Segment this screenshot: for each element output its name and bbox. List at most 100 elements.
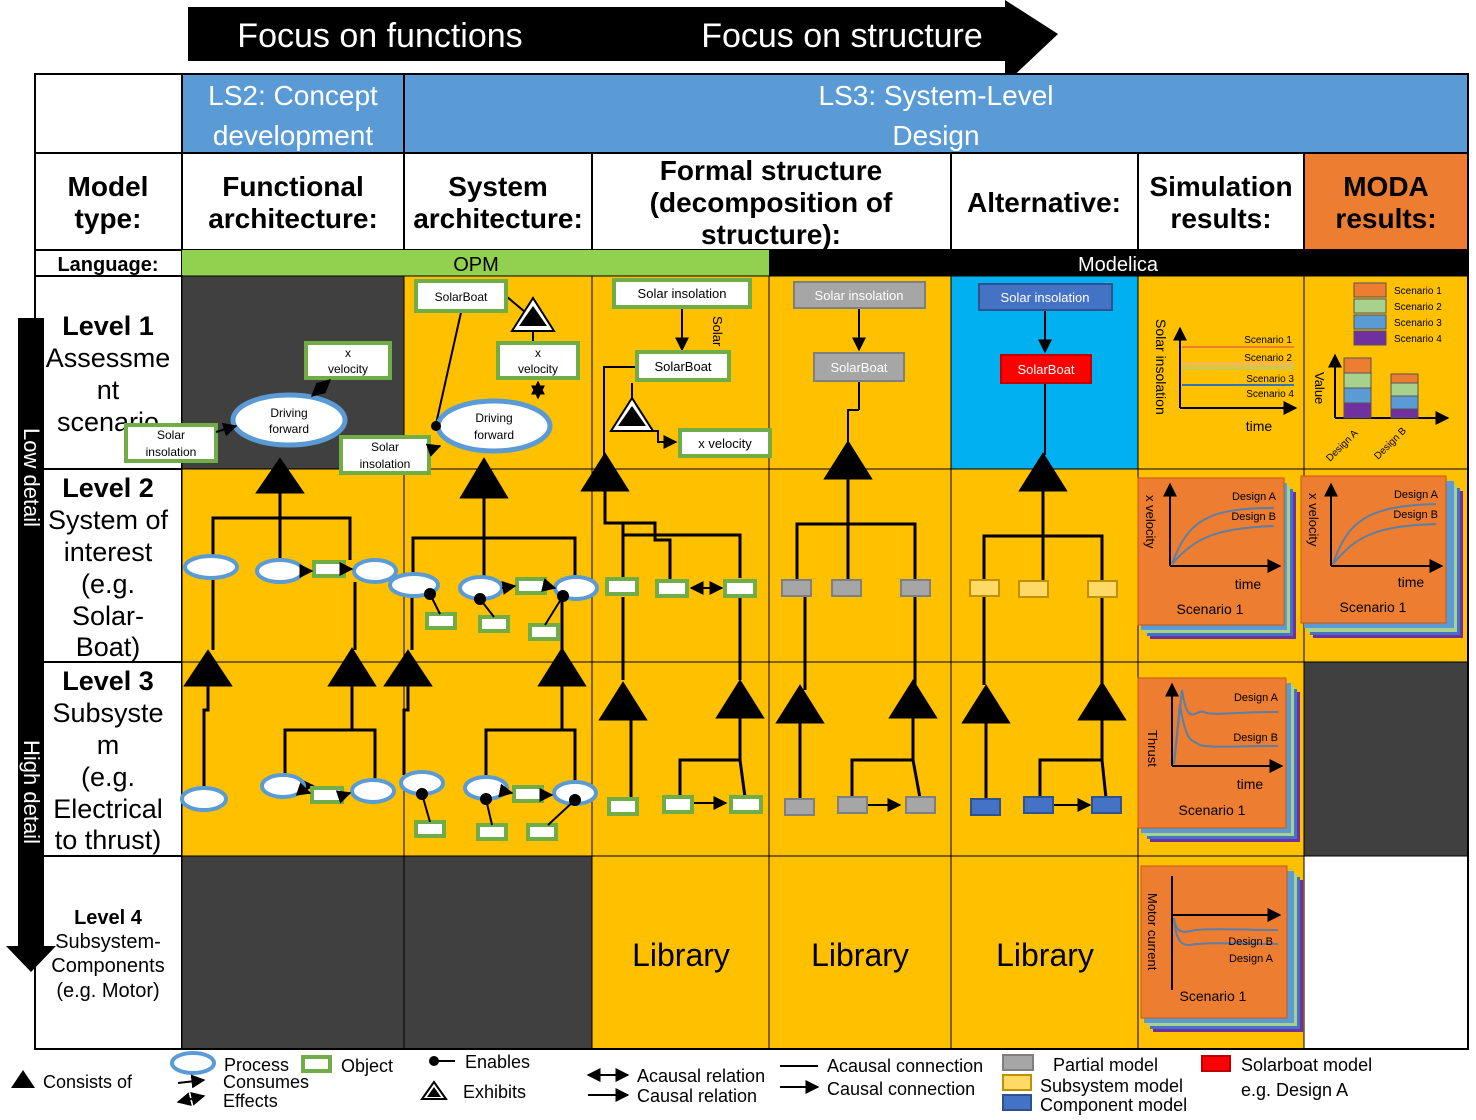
moda-legend-1: Scenario 1 (1394, 286, 1442, 297)
level4-line1: Subsystem- (55, 931, 161, 953)
library-partial: Library (811, 937, 909, 973)
solarboat-label: SolarBoat (830, 360, 887, 375)
legend-consists-of: Consists of (43, 1072, 133, 1092)
scenario4-label: Scenario 4 (1246, 389, 1294, 400)
x-velocity-object (304, 341, 392, 380)
sim-l1-chart: Scenario 1 Scenario 2 Scenario 3 Scenari… (1153, 319, 1298, 434)
header-system-1: System (448, 171, 548, 202)
subsystem-node (969, 579, 1000, 597)
functional-level2-elements (183, 554, 398, 584)
solar-insolation-line2: insolation (146, 445, 197, 459)
process-node (352, 558, 398, 584)
language-label: Language: (57, 254, 158, 276)
level3-title: Level 3 (62, 666, 154, 696)
legend-causal-relation: Causal relation (637, 1086, 757, 1106)
scenario3-label: Scenario 3 (1246, 374, 1294, 385)
moda-ylabel: Value (1312, 372, 1327, 404)
moda-legend-4: Scenario 4 (1394, 334, 1442, 345)
driving-forward-line1: Driving (270, 406, 307, 420)
object-node (478, 615, 510, 633)
header-model-type-1: Model (68, 171, 149, 202)
legend-component-model: Component model (1040, 1095, 1187, 1115)
header-moda-2: results: (1335, 203, 1436, 234)
modelica-label: Modelica (1078, 254, 1159, 276)
solar-insolation-partial (793, 281, 926, 309)
driving-forward-process (230, 392, 348, 448)
header-row: Model type: Functional architecture: Sys… (34, 152, 1469, 251)
legend-enables: Enables (465, 1052, 530, 1072)
effects-link (310, 379, 332, 397)
solar-insolation-object (339, 435, 431, 475)
object-node (605, 577, 639, 596)
object-symbol (301, 1055, 332, 1073)
moda-l2-chart: Design A Design B x velocity time Scenar… (1300, 475, 1463, 638)
consists-of-symbol (11, 1070, 35, 1088)
sim2-scenario: Scenario 1 (1177, 601, 1244, 617)
level2-line4: Solar- (72, 601, 144, 631)
header-formal-3: structure): (701, 219, 841, 250)
legend-causal-connection: Causal connection (827, 1079, 975, 1099)
phase-row: LS2: Concept development LS3: System-Lev… (34, 73, 1469, 154)
component-node (1023, 796, 1054, 814)
system-level2-elements (388, 572, 599, 641)
legend-acausal-relation: Acausal relation (637, 1066, 765, 1086)
sim-l3-chart: Design A Design B Thrust time Scenario 1 (1137, 677, 1300, 842)
design-a-label: Design A (1234, 692, 1279, 704)
modelica-bar (769, 250, 1468, 276)
header-formal-2: (decomposition of (650, 187, 893, 218)
moda2-scenario: Scenario 1 (1340, 599, 1407, 615)
solar-insolation-object (124, 423, 218, 463)
ls3-line1: LS3: System-Level (819, 80, 1054, 111)
object-node (526, 823, 558, 841)
object-node (607, 797, 639, 816)
x-velocity-label: x velocity (698, 436, 752, 451)
partial-node (831, 579, 862, 597)
solarboat-label: SolarBoat (1017, 362, 1074, 377)
sim3-xlabel: time (1237, 776, 1264, 792)
x-velocity-line2: velocity (328, 362, 368, 376)
solarboat-object (414, 279, 508, 313)
subsystem-node (1087, 580, 1118, 598)
formal-structure-diagram (580, 309, 765, 810)
partial-node (784, 798, 815, 816)
solarboat-model (1000, 354, 1092, 384)
library-alternative: Library (996, 937, 1094, 973)
design-a-curve (1171, 507, 1275, 565)
header-system-2: architecture: (413, 203, 583, 234)
x-velocity-line2: velocity (518, 362, 558, 376)
design-b-label: Design B (1233, 732, 1278, 744)
driving-forward-line2: forward (474, 428, 514, 442)
legend-subsystem-model: Subsystem model (1040, 1076, 1183, 1096)
legend-process: Process (224, 1055, 289, 1075)
moda-legend-3: Scenario 3 (1394, 318, 1442, 329)
legend-acausal-connection: Acausal connection (827, 1056, 983, 1076)
subsystem-model-swatch (1002, 1074, 1032, 1091)
moda-header (1303, 152, 1469, 251)
object-node (515, 577, 547, 595)
object-node (528, 623, 560, 641)
legend-object: Object (341, 1056, 393, 1076)
level2-line5: Boat) (76, 632, 141, 662)
opm-label: OPM (453, 254, 499, 276)
object-node (312, 560, 346, 578)
solar-insolation-line2: insolation (360, 457, 411, 471)
level-labels: Level 1 Assessme nt scenario Level 2 Sys… (46, 311, 171, 1002)
subsystem-node (1018, 580, 1049, 598)
legend-exhibits: Exhibits (463, 1082, 526, 1102)
level2-line2: interest (64, 537, 153, 567)
level1-line1: Assessme (46, 343, 171, 373)
header-formal-1: Formal structure (660, 155, 883, 186)
level2-line1: System of (48, 505, 169, 535)
object-node (662, 795, 694, 814)
modelica-partial-diagram (775, 308, 938, 812)
component-node (1091, 796, 1122, 814)
moda2-ylabel: x velocity (1306, 493, 1321, 547)
design-b-curve (1171, 525, 1275, 565)
formal-level1-elements: Solar insolation Solar SolarBoat x veloc… (609, 278, 772, 458)
level2-title: Level 2 (62, 473, 154, 503)
x-velocity-line1: x (345, 346, 351, 360)
legend: Consists of Process Object Consumes Effe… (11, 1051, 1372, 1115)
x-velocity-object (496, 341, 580, 380)
scenario2-label: Scenario 2 (1244, 353, 1292, 364)
process-symbol (170, 1051, 216, 1075)
